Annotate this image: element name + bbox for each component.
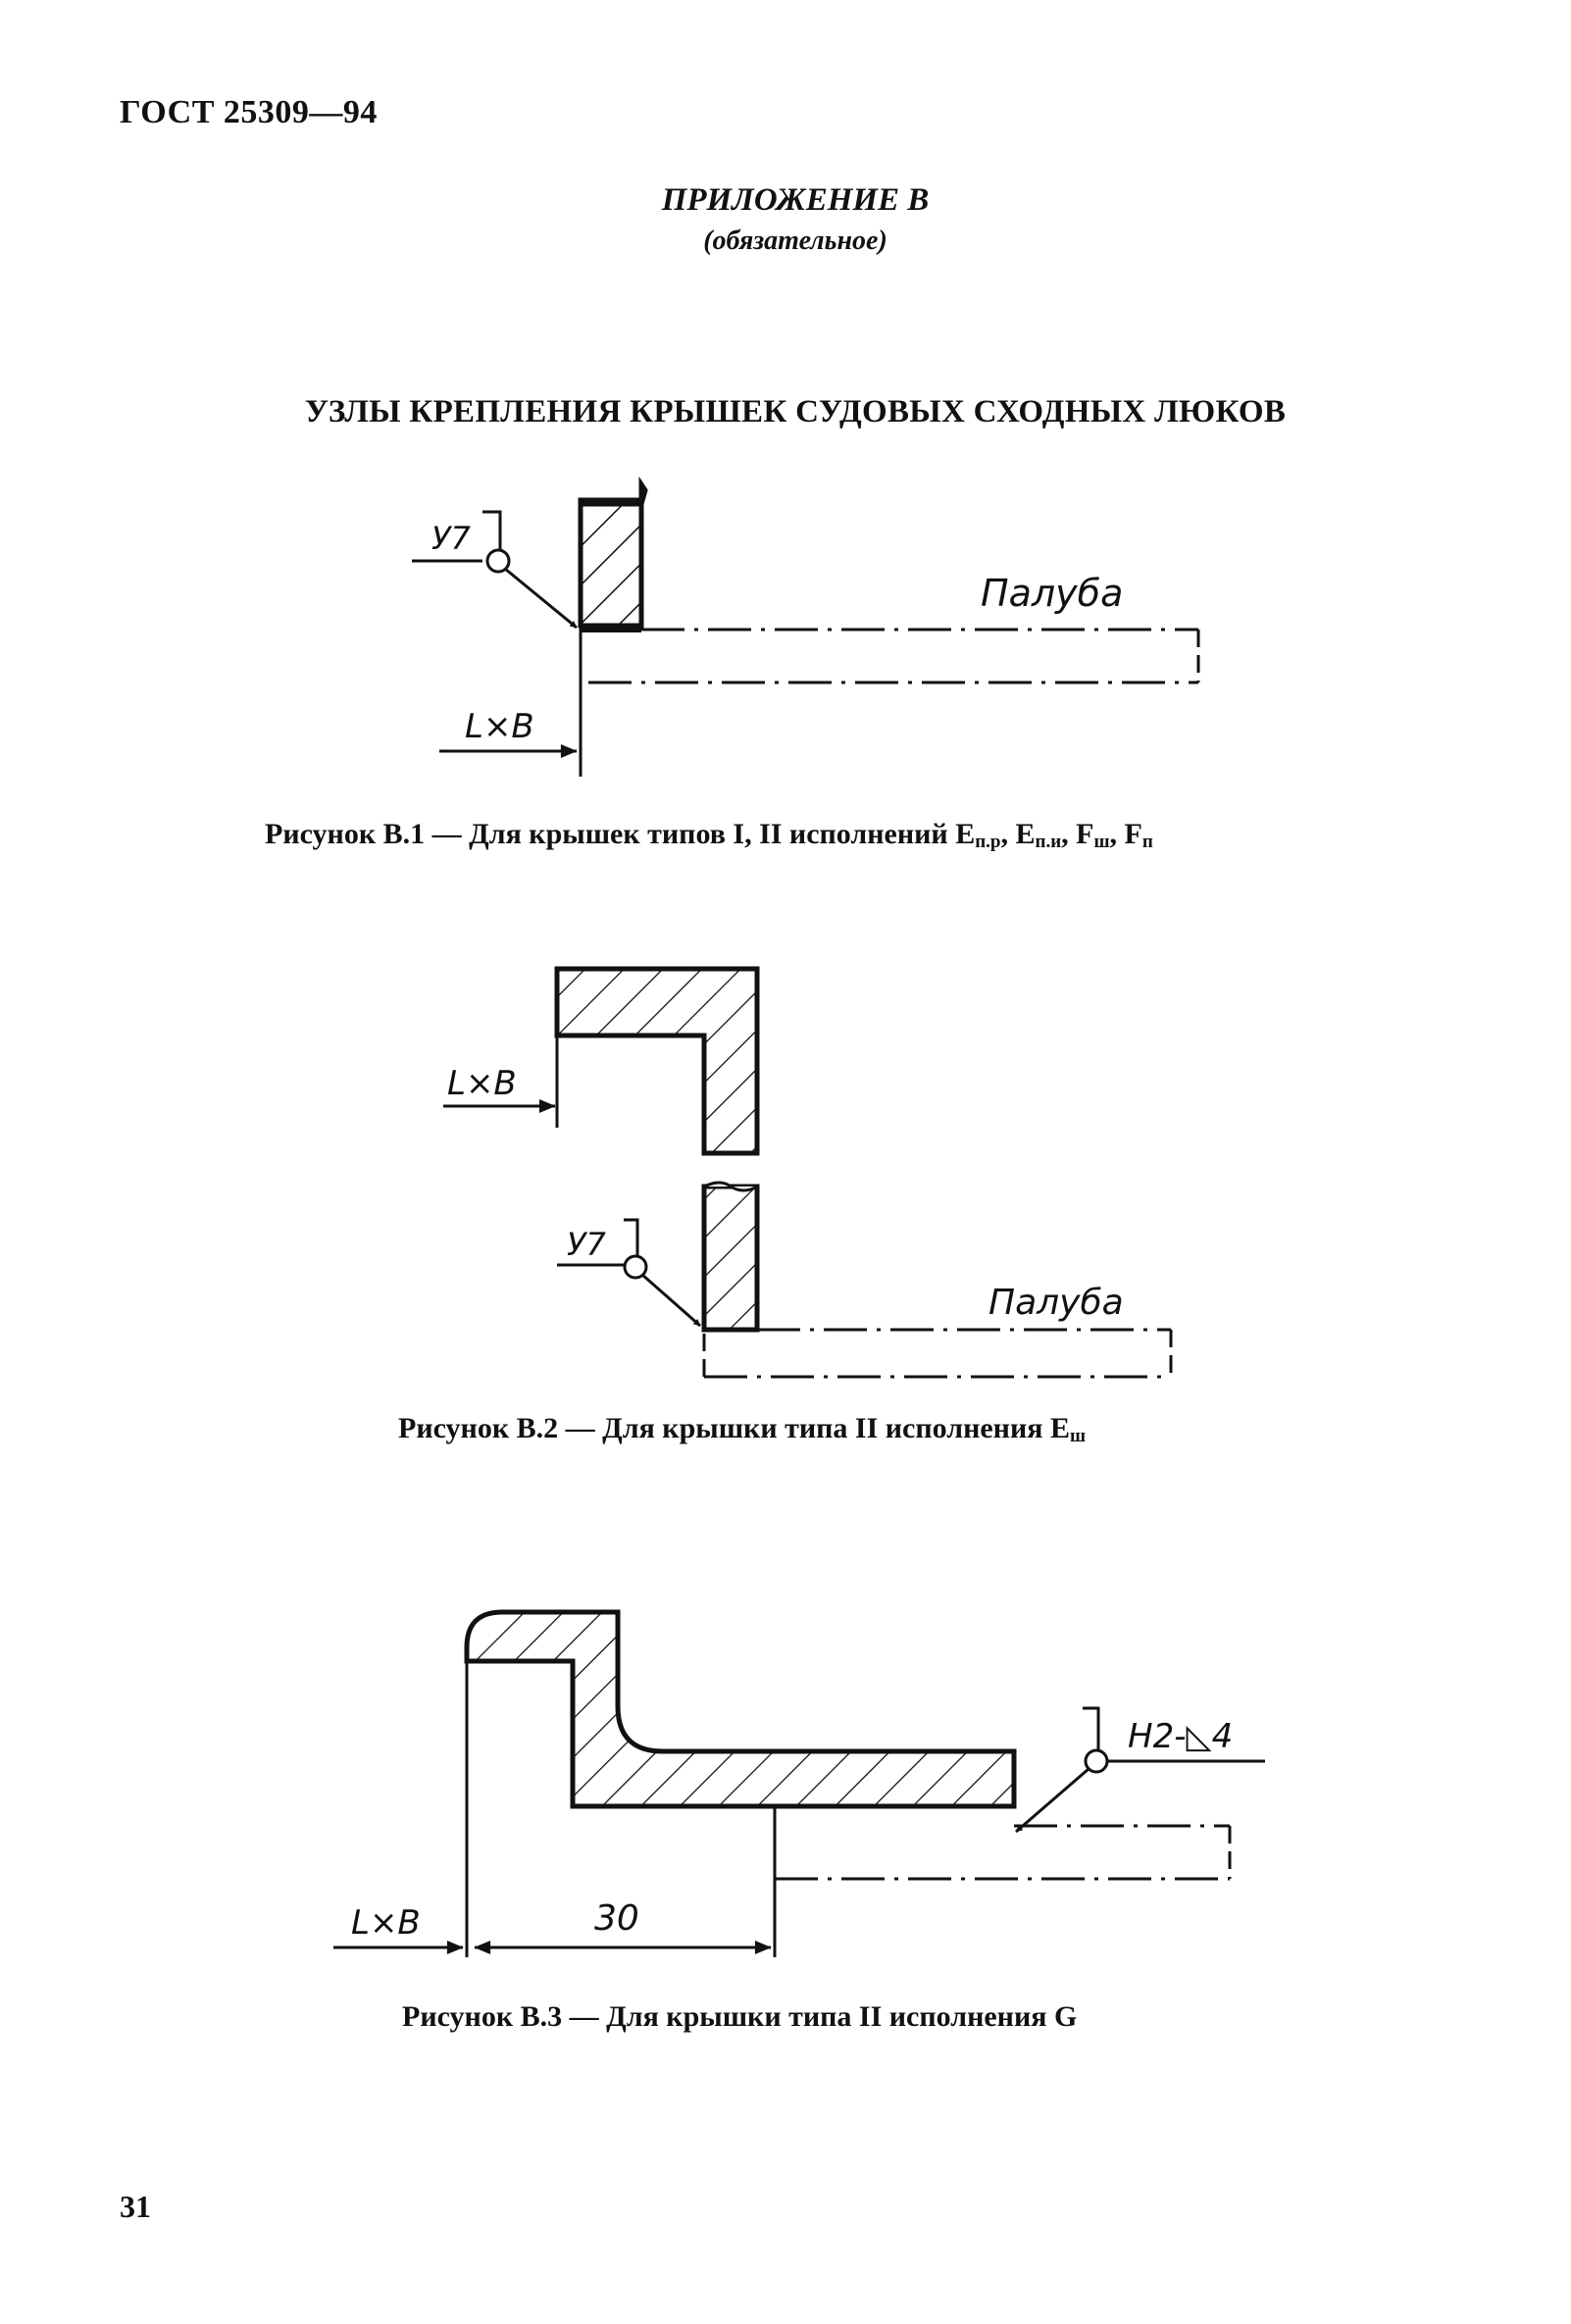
weld-label-b2: У7 [567,1226,607,1263]
deck-contour [775,1824,1232,1881]
weld-leader [1015,1706,1265,1834]
page-number: 31 [120,2189,151,2224]
section-title: УЗЛЫ КРЕПЛЕНИЯ КРЫШЕК СУДОВЫХ СХОДНЫХ ЛЮ… [304,394,1287,429]
figure-b3-caption: Рисунок В.3 — Для крышки типа II исполне… [402,2000,1078,2033]
weld-label-b3: Н2-◺4 [1128,1717,1233,1756]
figure-b2-caption: Рисунок В.2 — Для крышки типа II исполне… [398,1412,1087,1446]
appendix-note: (обязательное) [703,226,887,256]
deck-label-b1: Палуба [981,572,1123,615]
appendix-title: ПРИЛОЖЕНИЕ В [661,182,930,218]
deck-contour [588,628,1200,684]
hatched-cover-profile [464,1609,1017,1809]
opening-label-b1: L×B [465,707,534,746]
figure-b1-caption: Рисунок В.1 — Для крышек типов I, II исп… [265,818,1153,852]
figure-b2-drawing [443,966,1173,1379]
deck-label-b2: Палуба [988,1283,1124,1323]
figure-b3-drawing [333,1609,1265,1957]
hatched-plate [701,1184,760,1333]
hatched-plate-body [578,497,644,629]
weld-leader [557,1218,701,1328]
figure-b1-drawing [412,476,1200,777]
hatched-coaming-profile [554,966,760,1156]
document-code: ГОСТ 25309—94 [120,94,378,130]
weld-leader [412,510,578,630]
opening-label-b2: L×B [447,1064,517,1103]
weld-label-b1: У7 [431,520,472,557]
dimension-label-30: 30 [594,1898,639,1939]
opening-label-b3: L×B [351,1903,421,1943]
deck-contour [702,1328,1173,1379]
